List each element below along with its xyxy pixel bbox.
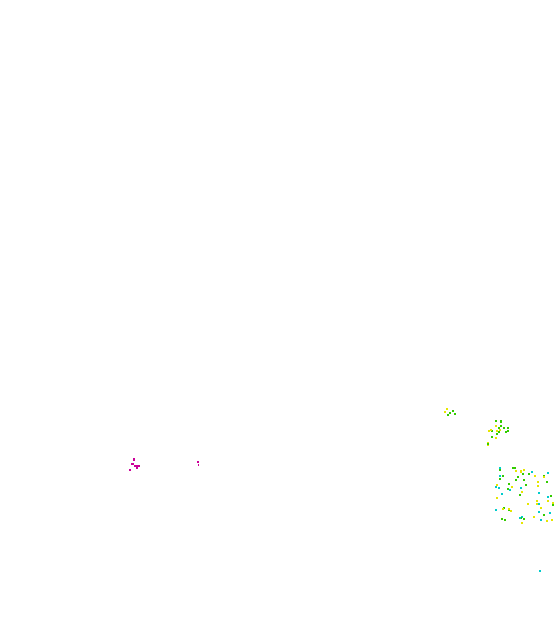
speckle-dot [508,508,510,510]
speckle-dot [552,502,554,504]
speckle-dot [547,500,549,502]
speckle-dot [136,467,138,469]
speckle-dot [129,469,131,471]
speckle-dot [502,475,504,477]
speckle-dot [496,430,498,432]
speckle-dot [496,433,498,435]
speckle-dot [511,486,513,488]
speckle-dot [495,486,497,488]
speckle-dot [517,476,519,478]
speckle-dot [499,469,501,471]
speckle-dot [514,467,516,469]
speckle-dot [510,510,512,512]
speckle-dot [197,461,199,463]
speckle-dot [537,485,539,487]
speckle-dot [525,484,527,486]
speckle-dot [502,508,504,510]
speckle-dot [498,431,500,433]
speckle-dot [533,516,535,518]
speckle-dot [505,431,507,433]
speckle-dot [509,489,511,491]
speckle-dot [491,436,493,438]
speckle-dot [501,493,503,495]
speckle-dot [543,514,545,516]
speckle-dot [528,473,530,475]
speckle-dot [495,437,497,439]
speckle-dot [507,488,509,490]
speckle-dot [499,475,501,477]
speckle-dot [550,495,552,497]
speckle-dot [503,427,505,429]
speckle-dot [520,487,522,489]
speckle-dot [534,475,536,477]
speckle-dot [449,412,451,414]
speckle-dot [519,494,521,496]
speckle-dot [499,467,501,469]
speckle-dot [538,503,540,505]
speckle-dot [487,443,489,445]
speckle-dot [508,483,510,485]
speckle-dot [536,500,538,502]
speckle-dot [452,410,454,412]
speckle-dot [499,429,501,431]
speckle-dot [446,408,448,410]
speckle-dot [488,430,490,432]
speckle-dot [507,427,509,429]
speckle-dot [538,492,540,494]
speckle-dot [523,479,525,481]
speckle-dot [522,473,524,475]
speckle-dot [519,517,521,519]
speckle-dot [504,519,506,521]
speckle-dot [454,413,456,415]
speckle-dot [198,464,199,466]
speckle-dot [540,519,542,521]
speckle-dot [501,518,503,520]
speckle-dot [549,512,551,514]
speckle-dot [512,467,514,469]
speckle-dot [133,458,135,461]
speckle-dot [507,430,509,432]
speckle-dot [552,504,554,506]
speckle-dot [536,503,538,505]
speckle-dot [500,425,502,427]
speckle-dot [523,469,525,471]
speckle-dot [538,511,540,513]
speckle-dot [523,518,525,520]
speckle-dot [498,487,500,489]
speckle-dot [490,429,492,431]
speckle-dot [515,470,517,472]
speckle-dot [447,414,449,416]
speckle-dot [546,481,548,483]
speckle-dots [129,408,554,572]
speckle-dot [496,484,498,486]
speckle-dot [527,503,529,505]
speckle-dot [531,471,533,473]
speckle-dot [547,472,549,474]
speckle-dot [495,425,497,427]
speckle-dot [539,570,541,572]
speckle-dot [515,479,517,481]
speckle-dot [500,421,502,423]
speckle-dot [543,476,545,478]
speckle-dot [551,519,553,521]
speckle-dot [495,509,497,511]
speckle-dot [134,465,140,467]
speckle-dot [537,481,539,483]
speckle-dot [547,496,549,498]
speckle-dot [496,497,498,499]
speckle-dot [521,491,523,493]
speckle-dot [540,507,542,509]
speckle-dot [499,478,501,480]
speckle-dot [498,427,500,429]
speckle-dot [131,463,134,465]
speckle-dot [444,411,446,413]
speckle-dot [520,470,522,472]
speckle-dot [495,420,497,422]
speckle-dot [546,520,548,522]
speckle-dot [521,522,523,524]
